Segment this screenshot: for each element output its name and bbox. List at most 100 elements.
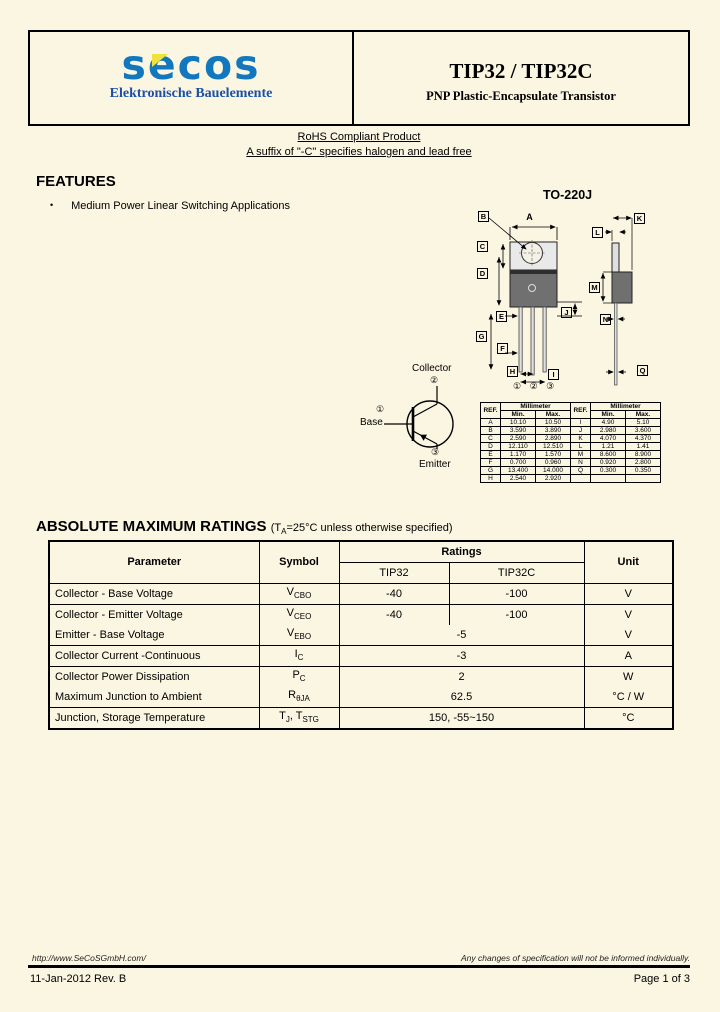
max-cell: 0.960 — [535, 458, 571, 467]
unit-cell: V — [583, 583, 674, 605]
max-cell: 4.370 — [625, 434, 661, 443]
min-cell: 0.300 — [590, 466, 626, 475]
min-cell: 3.590 — [500, 426, 536, 435]
symbol-cell: RθJA — [258, 687, 340, 708]
symbol-cell: VEBO — [258, 625, 340, 646]
dim-label-M: M — [589, 282, 600, 293]
rating-value-cell: 2 — [338, 666, 585, 687]
symbol-cell: VCBO — [258, 583, 340, 605]
emitter-pin-number: ③ — [431, 447, 440, 457]
tip32-header: TIP32 — [338, 562, 450, 584]
table-row: Collector Power Dissipation PC 2 W — [48, 666, 674, 687]
rating-value-cell: 62.5 — [338, 687, 585, 708]
unit-cell: V — [583, 604, 674, 625]
ref-cell: C — [480, 434, 501, 443]
max-cell: 5.10 — [625, 418, 661, 427]
ref-cell: K — [570, 434, 591, 443]
dim-label-H: H — [507, 366, 518, 377]
dim-label-G: G — [476, 331, 487, 342]
min-cell — [590, 474, 626, 483]
table-header-row: TIP32 TIP32C — [49, 562, 673, 584]
min-header: Min. — [500, 410, 536, 419]
footer-page-number: Page 1 of 3 — [633, 973, 690, 985]
ref-cell: G — [480, 466, 501, 475]
ref-header: REF. — [570, 402, 591, 419]
ratings-header: Ratings — [338, 540, 585, 563]
table-header-row: Parameter Symbol Ratings Unit — [48, 540, 674, 584]
max-header: Max. — [625, 410, 661, 419]
dim-label-Q: Q — [637, 365, 648, 376]
features-heading: FEATURES — [36, 173, 116, 190]
table-row: Emitter - Base Voltage VEBO -5 V — [48, 625, 674, 646]
ref-cell: F — [480, 458, 501, 467]
min-cell: 1.21 — [590, 442, 626, 451]
min-cell: 4.070 — [590, 434, 626, 443]
tip32-value-cell: -40 — [338, 604, 450, 625]
parameter-cell: Collector Power Dissipation — [48, 666, 260, 687]
halogen-notice: A suffix of "-C" specifies halogen and l… — [246, 146, 472, 158]
parameter-cell: Collector - Base Voltage — [48, 583, 260, 605]
ref-cell: H — [480, 474, 501, 483]
ratings-heading: ABSOLUTE MAXIMUM RATINGS (TA=25°C unless… — [36, 518, 453, 536]
footer-rule — [28, 965, 690, 968]
collector-label: Collector — [412, 363, 452, 374]
min-header: Min. — [590, 410, 626, 419]
min-cell: 12.110 — [500, 442, 536, 451]
dim-label-B: B — [478, 211, 489, 222]
rohs-notice: RoHS Compliant Product — [297, 131, 421, 143]
max-cell: 2.890 — [535, 434, 571, 443]
ref-cell: E — [480, 450, 501, 459]
dim-label-I: I — [548, 369, 559, 380]
feature-text: Medium Power Linear Switching Applicatio… — [71, 200, 290, 212]
parameter-cell: Emitter - Base Voltage — [48, 625, 260, 646]
ref-cell: A — [480, 418, 501, 427]
unit-cell: W — [583, 666, 674, 687]
table-row: Collector - Emitter Voltage VCEO -40 -10… — [48, 604, 674, 625]
footer-disclaimer: Any changes of specification will not be… — [461, 953, 690, 963]
max-cell — [625, 474, 661, 483]
parameter-cell: Maximum Junction to Ambient — [48, 687, 260, 708]
ref-cell: B — [480, 426, 501, 435]
footer-url: http://www.SeCoSGmbH.com/ — [32, 953, 146, 963]
tip32c-header: TIP32C — [448, 562, 585, 584]
symbol-cell: TJ, TSTG — [258, 707, 340, 730]
ref-cell — [570, 474, 591, 483]
unit-cell: °C / W — [583, 687, 674, 708]
package-name: TO-220J — [543, 188, 593, 202]
rating-value-cell: -5 — [338, 625, 585, 646]
max-header: Max. — [535, 410, 571, 419]
ref-cell: L — [570, 442, 591, 451]
max-cell: 0.350 — [625, 466, 661, 475]
unit-cell: °C — [583, 707, 674, 730]
pin-numbers: ① ② ③ — [513, 381, 558, 391]
tip32-value-cell: -40 — [338, 583, 450, 605]
table-row: Collector - Base Voltage VCBO -40 -100 V — [48, 583, 674, 605]
ratings-condition: (TA=25°C unless otherwise specified) — [270, 522, 453, 537]
dim-label-A: A — [526, 212, 533, 222]
max-cell: 3.600 — [625, 426, 661, 435]
base-label: Base — [360, 417, 383, 428]
compliance-notices: RoHS Compliant Product A suffix of "-C" … — [28, 130, 690, 160]
dim-label-K: K — [634, 213, 645, 224]
unit-header: Unit — [583, 540, 674, 584]
unit-cell: V — [583, 625, 674, 646]
max-cell: 8.900 — [625, 450, 661, 459]
parameter-cell: Collector - Emitter Voltage — [48, 604, 260, 625]
logo-block: secos Elektronische Bauelemente — [30, 32, 354, 124]
symbol-cell: IC — [258, 645, 340, 667]
dim-label-F: F — [497, 343, 508, 354]
ref-cell: N — [570, 458, 591, 467]
max-cell: 1.570 — [535, 450, 571, 459]
ref-cell: Q — [570, 466, 591, 475]
millimeter-header: Millimeter — [590, 402, 661, 411]
symbol-cell: VCEO — [258, 604, 340, 625]
dimension-table: REF. Millimeter REF. Millimeter Min. Max… — [480, 402, 661, 483]
tip32c-value-cell: -100 — [448, 583, 585, 605]
